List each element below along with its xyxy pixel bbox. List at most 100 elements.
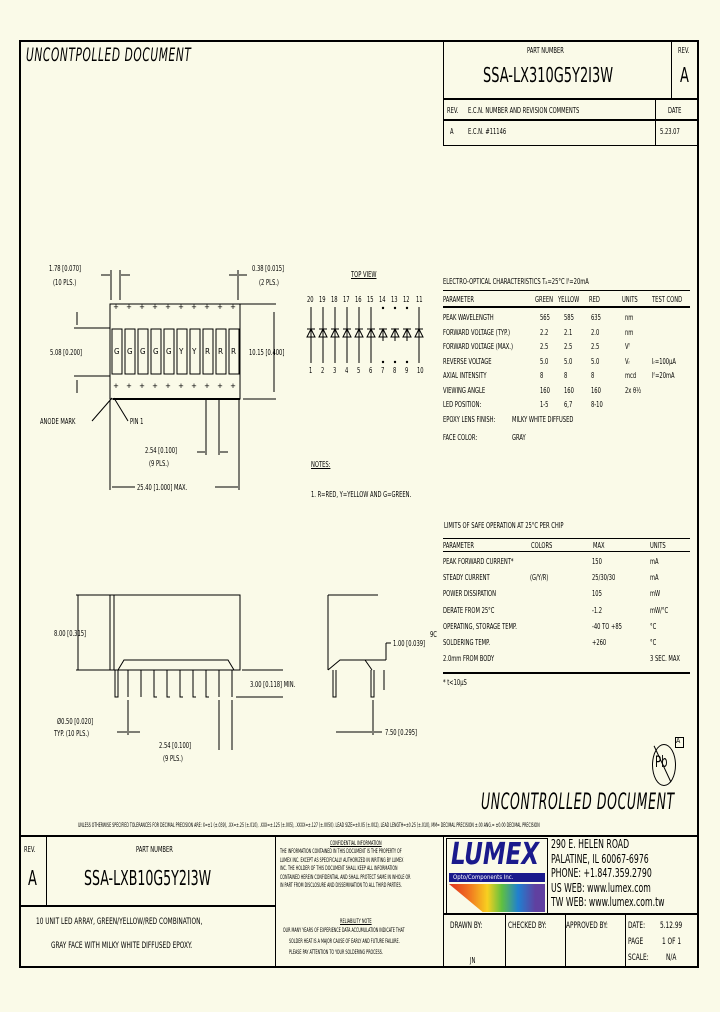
diode-array <box>306 306 424 364</box>
description-line-1: 10 UNIT LED ARRAY, GREEN/YELLOW/RED COMB… <box>36 917 203 927</box>
eo-cell: 2x θ½ <box>625 385 642 395</box>
date-label: DATE: <box>628 921 646 931</box>
checked-by-label: CHECKED BY: <box>508 921 547 931</box>
logo-rainbow <box>449 884 545 912</box>
drawing-frame <box>19 40 699 968</box>
pin-number: 8 <box>393 366 397 375</box>
eo-cell: 8 <box>564 371 568 380</box>
rev-table-cell: 5.23.07 <box>660 127 680 136</box>
eo-cell: 2.5 <box>591 342 600 351</box>
dim-overall-width: 25.40 [1.000] MAX. <box>137 483 188 492</box>
rev-table-cell: A <box>450 127 454 136</box>
eo-cell: 2.5 <box>564 342 573 351</box>
pin-number: 19 <box>319 295 326 304</box>
rev-table-header-rev: REV. <box>447 106 459 115</box>
svg-text:+: + <box>230 302 235 312</box>
notes-title: NOTES: <box>311 460 331 469</box>
dim-pitch-qty: (9 PLS.) <box>149 459 169 468</box>
segment-letter: G <box>153 347 159 356</box>
address-line: TW WEB: www.lumex.com.tw <box>551 895 665 909</box>
eo-extra-value: MILKY WHITE DIFFUSED <box>512 415 574 424</box>
dim-pin-diameter: Ø0.50 [0.020] <box>57 717 94 726</box>
drawn-by-label: DRAWN BY: <box>450 921 483 931</box>
label-anode-mark: ANODE MARK <box>40 417 76 426</box>
pin-number: 17 <box>343 295 350 304</box>
limits-row-label: DERATE FROM 25°C <box>443 605 495 615</box>
eo-title: ELECTRO-OPTICAL CHARACTERISTICS Tₐ=25°C … <box>443 277 589 286</box>
svg-text:+: + <box>139 381 144 391</box>
svg-text:+: + <box>165 381 170 391</box>
pin-number: 10 <box>417 366 424 375</box>
part-number: SSA-LX310G5Y2I3W <box>483 63 614 87</box>
eo-cell: 8 <box>591 371 595 380</box>
address-line: PALATINE, IL 60067-6976 <box>551 851 649 866</box>
eo-cell: 5.0 <box>540 356 549 366</box>
lumex-logo: LUMEX Opto/Components Inc. <box>446 838 548 914</box>
eo-row-label: PEAK WAVELENGTH <box>443 313 494 322</box>
segment-letter: G <box>166 347 172 356</box>
segment-letter: Y <box>192 347 197 356</box>
eo-header: UNITS <box>622 295 638 304</box>
dim-segment-width: 1.78 [0.070] <box>49 264 82 273</box>
eo-cell: 6,7 <box>564 400 573 409</box>
svg-text:+: + <box>217 381 222 391</box>
side-mark: 9C <box>430 630 437 639</box>
eo-row-label: VIEWING ANGLE <box>443 385 486 395</box>
revision-table <box>443 100 699 146</box>
rev-label: REV. <box>678 46 690 55</box>
pin-number: 14 <box>379 295 386 304</box>
scale-label: SCALE: <box>628 953 649 963</box>
dim-body-height: 10.15 [0.400] <box>249 348 285 357</box>
divider <box>443 306 690 308</box>
logo-tagline-bar <box>449 873 545 882</box>
dim-body-height-side: 8.00 [0.315] <box>54 629 87 638</box>
rev-table-header-date: DATE <box>668 106 682 115</box>
limits-cell: mA <box>650 557 659 566</box>
pin-number: 4 <box>345 366 349 375</box>
eo-cell: 585 <box>564 313 574 322</box>
eo-cell: 2.1 <box>564 327 573 337</box>
eo-cell: Iᵣ=100μA <box>652 356 676 366</box>
pin-number: 15 <box>367 295 374 304</box>
divider <box>655 100 656 146</box>
pin-number: 11 <box>416 295 423 304</box>
divider <box>443 290 690 291</box>
dim-segment-height: 5.08 [0.200] <box>50 348 83 357</box>
eo-row-label: LED POSITION: <box>443 400 482 409</box>
page-label: PAGE <box>628 937 644 947</box>
divider <box>443 835 444 968</box>
eo-cell: 8 <box>540 371 544 380</box>
svg-text:+: + <box>152 381 157 391</box>
dim-pin-diameter-qty: TYP. (10 PLS.) <box>54 729 90 738</box>
segment-letter: Y <box>179 347 184 356</box>
label-pin1: PIN 1 <box>130 417 144 426</box>
eo-row-label: FORWARD VOLTAGE (TYP.) <box>443 327 510 337</box>
eo-extra-label: EPOXY LENS FINISH: <box>443 415 496 424</box>
dim-end-gap: 0.38 [0.015] <box>252 264 285 273</box>
bottom-part-number: SSA-LXB10G5Y2I3W <box>84 866 212 890</box>
pb-free-icon <box>652 744 676 786</box>
eo-header: TEST COND <box>652 295 683 304</box>
limits-cell: °C <box>650 621 657 631</box>
eo-row-label: FORWARD VOLTAGE (MAX.) <box>443 342 513 351</box>
limits-row-label: PEAK FORWARD CURRENT* <box>443 557 514 566</box>
eo-cell: nm <box>625 313 634 322</box>
limits-row-label: 2.0mm FROM BODY <box>443 654 495 664</box>
dim-end-gap-qty: (2 PLS.) <box>259 278 279 287</box>
limits-cell: -40 TO +85 <box>592 621 622 631</box>
limits-row-label: POWER DISSIPATION <box>443 589 496 599</box>
limits-cell: 150 <box>592 557 602 566</box>
eo-row-label: REVERSE VOLTAGE <box>443 356 492 366</box>
address-line: PHONE: +1.847.359.2790 <box>551 866 652 880</box>
pin-number: 16 <box>355 295 362 304</box>
note-item: 1. R=RED, Y=YELLOW AND G=GREEN. <box>311 490 412 499</box>
pb-rev-flag <box>675 737 684 748</box>
svg-text:+: + <box>165 302 170 312</box>
eo-cell: 5.0 <box>591 356 600 366</box>
top-view-title: TOP VIEW <box>351 270 377 279</box>
divider <box>443 119 699 121</box>
svg-text:+: + <box>178 381 183 391</box>
eo-cell: Vᶠ <box>625 342 631 351</box>
eo-cell: nm <box>625 327 634 337</box>
